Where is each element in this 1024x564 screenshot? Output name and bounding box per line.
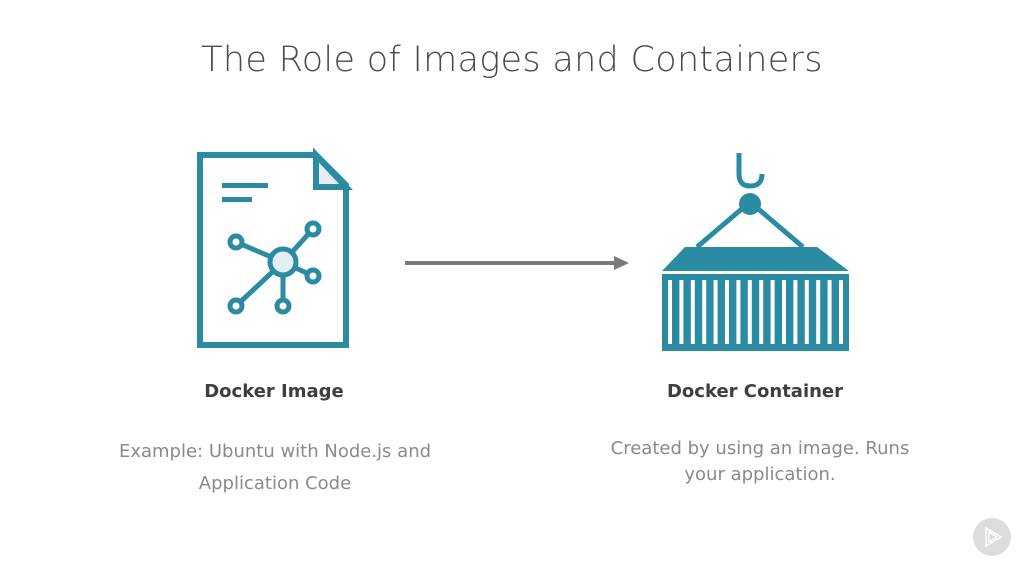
- docker-container-description-line2: your application.: [684, 464, 836, 485]
- docker-image-description-line2: Application Code: [198, 473, 352, 494]
- docker-image-label: Docker Image: [204, 381, 344, 402]
- slide-title: The Role of Images and Containers: [201, 40, 823, 80]
- container-slot: [759, 280, 764, 344]
- pluralsight-play-icon: [985, 526, 1003, 548]
- container-slot: [839, 280, 843, 344]
- container-slot: [690, 280, 695, 344]
- container-slot: [736, 280, 741, 344]
- shipping-container-crane-icon: [662, 153, 849, 351]
- container-slot: [679, 280, 684, 344]
- container-slot: [747, 280, 752, 344]
- container-slot: [725, 280, 729, 344]
- container-slot: [827, 280, 832, 344]
- docker-image-description-line1: Example: Ubuntu with Node.js and: [118, 441, 432, 462]
- container-slot: [668, 280, 672, 344]
- docker-image-description: Example: Ubuntu with Node.js and Applica…: [70, 436, 480, 500]
- document-network-icon: [197, 147, 353, 348]
- container-slot: [713, 280, 718, 344]
- docker-container-description: Created by using an image. Runs your app…: [560, 436, 960, 488]
- docker-container-description-line1: Created by using an image. Runs: [610, 438, 910, 459]
- container-slot: [804, 280, 809, 344]
- container-slot: [770, 280, 775, 344]
- container-slot: [702, 280, 707, 344]
- container-slot: [793, 280, 798, 344]
- docker-container-label: Docker Container: [666, 381, 844, 402]
- pluralsight-play-button[interactable]: [973, 518, 1011, 556]
- arrow-right-icon: [405, 256, 629, 270]
- container-slot: [782, 280, 786, 344]
- container-slot: [816, 280, 821, 344]
